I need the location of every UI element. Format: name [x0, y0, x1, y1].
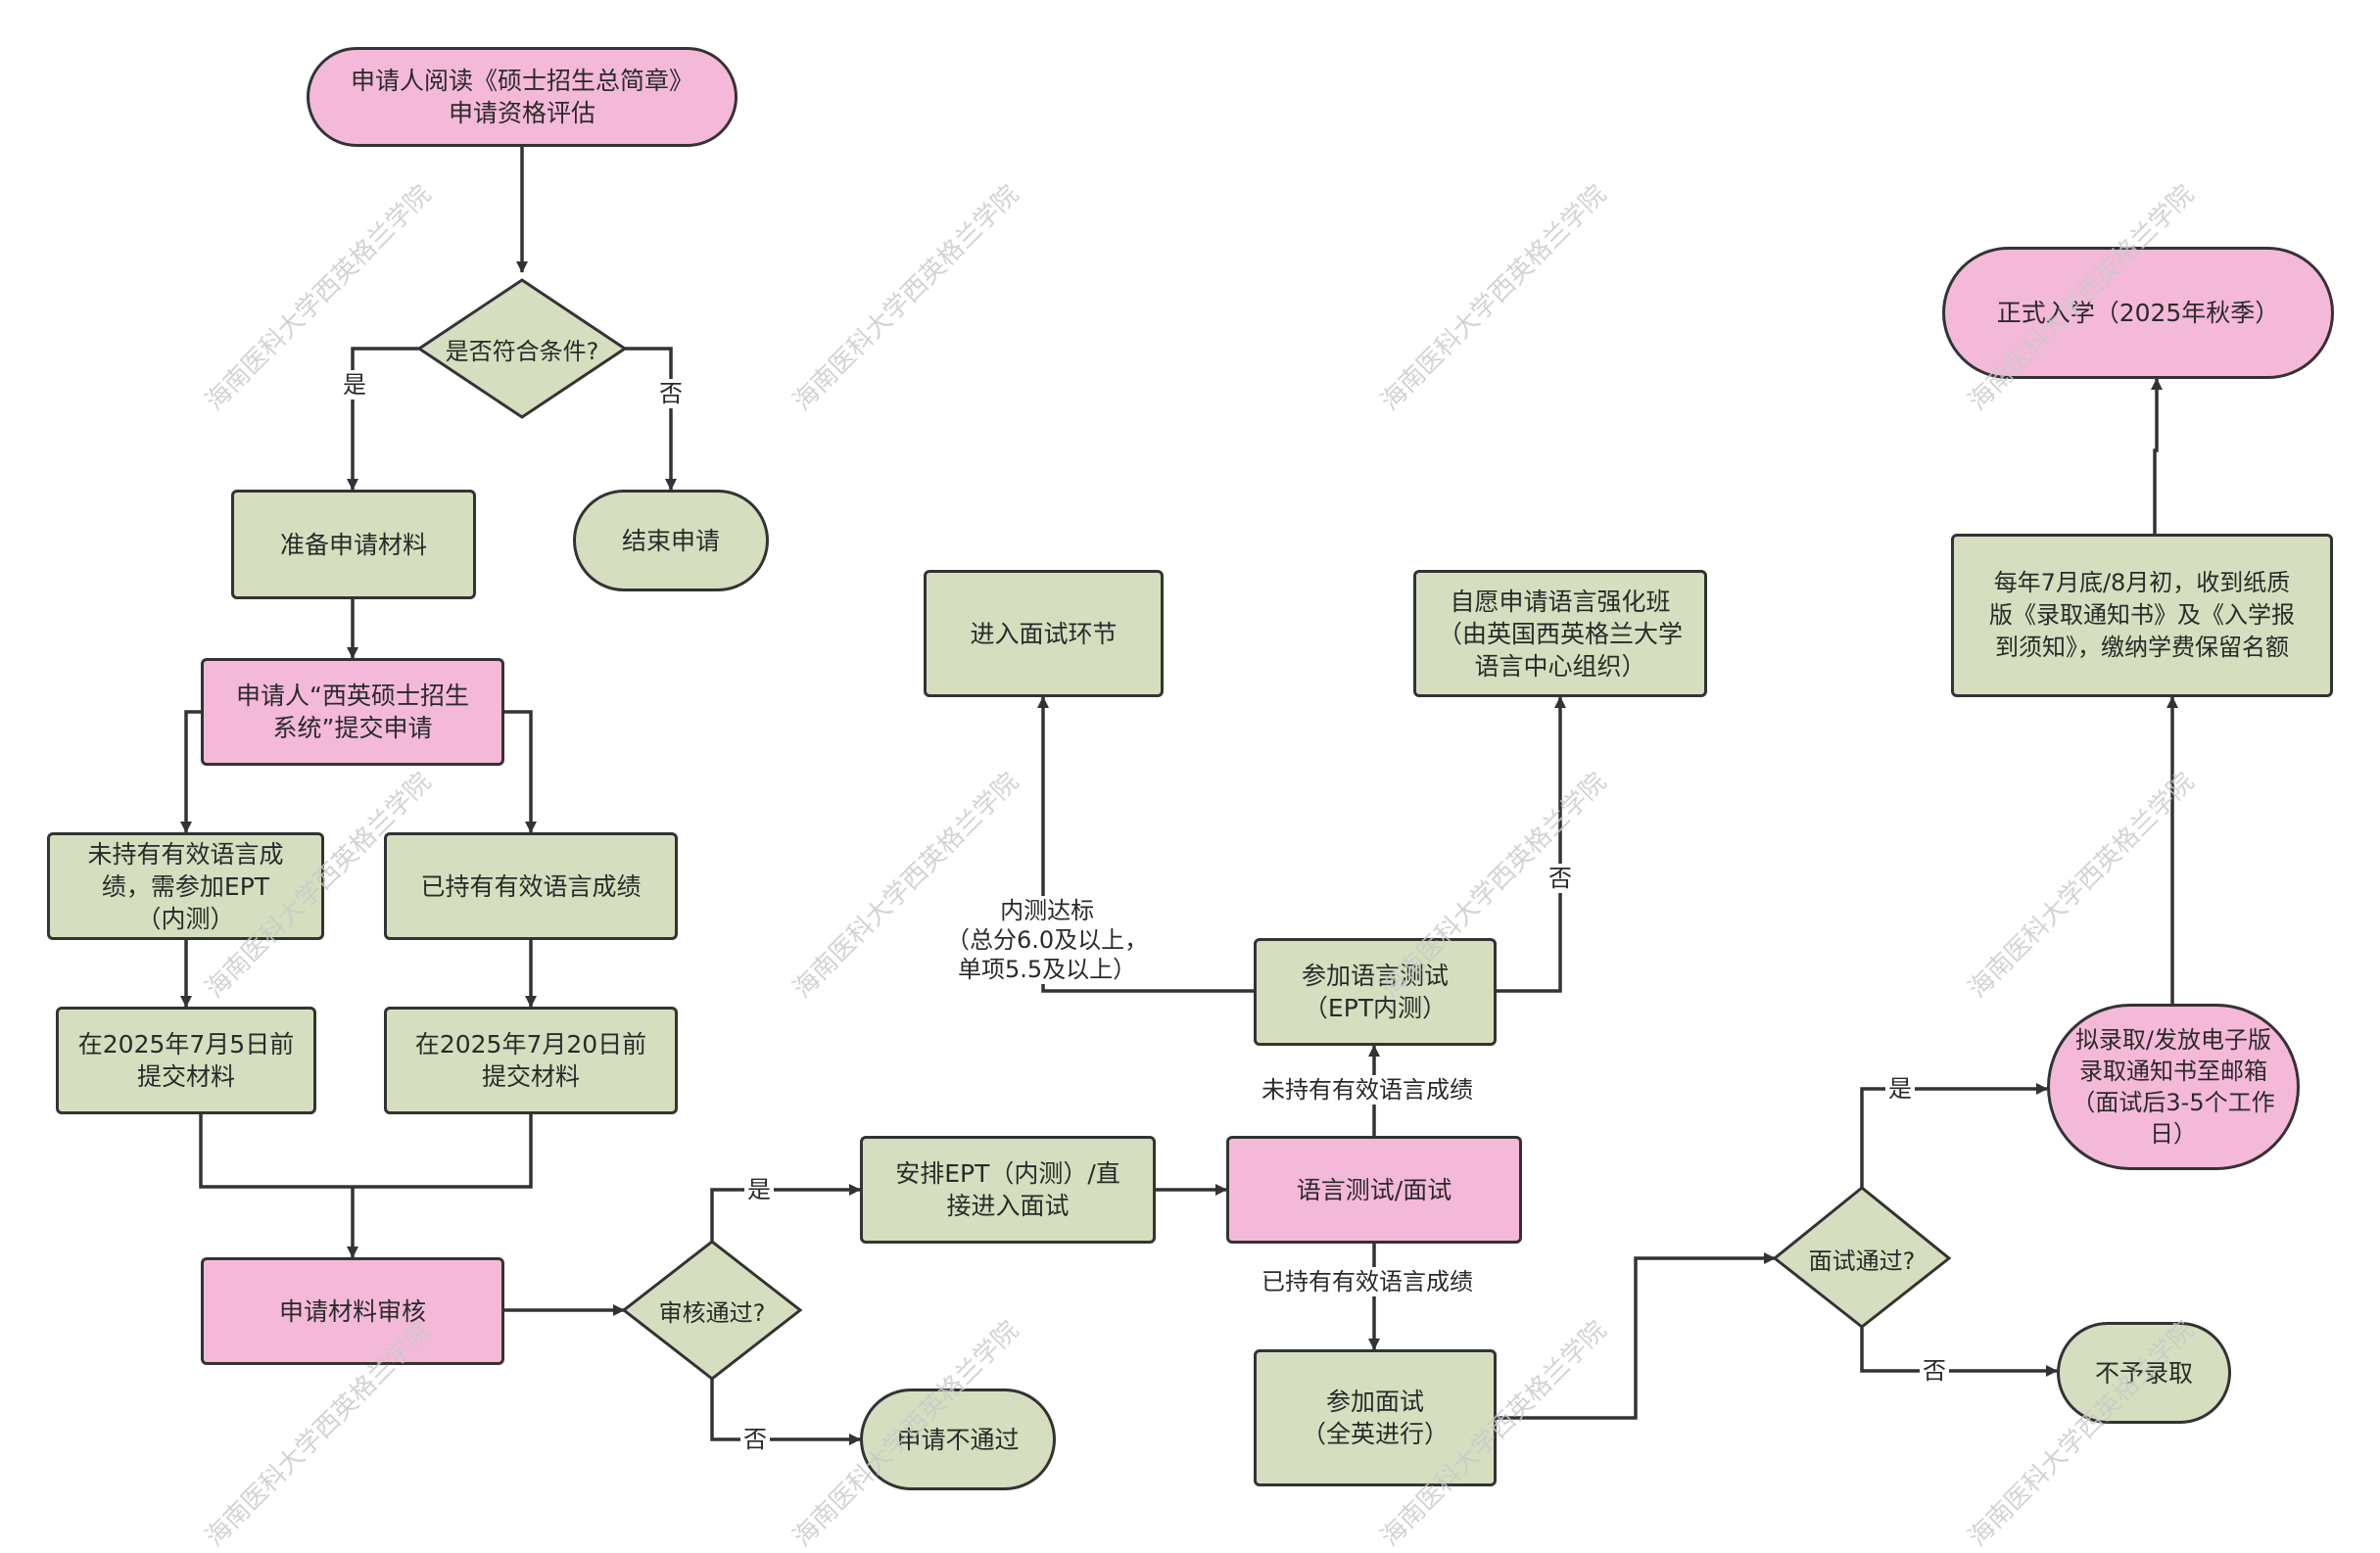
edge-eligible-no — [625, 347, 677, 491]
interview-node: 参加面试 （全英进行） — [1254, 1349, 1497, 1486]
prepare-materials-node: 准备申请材料 — [231, 490, 476, 599]
edge-label-has-valid-score: 已持有有效语言成绩 — [1259, 1267, 1476, 1296]
decision-review-shape — [621, 1240, 803, 1381]
materials-review-node: 申请材料审核 — [201, 1257, 504, 1365]
edge-deadline1-merge — [199, 1114, 353, 1189]
not-admitted-node: 不予录取 — [2057, 1322, 2231, 1424]
end-application-node: 结束申请 — [573, 490, 769, 591]
edge-eligible-yes — [347, 347, 419, 491]
edge-deadline2-merge — [353, 1114, 533, 1189]
edge-ept-fail — [1497, 696, 1566, 993]
edge-label-interview-yes: 是 — [1885, 1074, 1915, 1104]
edge-submit-to-hasscore — [504, 710, 537, 833]
no-language-score-node: 未持有有效语言成 绩，需参加EPT （内测） — [47, 832, 324, 940]
edge-label-interview-no: 否 — [1920, 1356, 1949, 1386]
ept-test-node: 参加语言测试 （EPT内测） — [1254, 938, 1497, 1046]
edge-label-eligible-yes: 是 — [340, 370, 369, 400]
edge-label-review-yes: 是 — [744, 1175, 774, 1204]
submit-application-node: 申请人“西英硕士招生 系统”提交申请 — [201, 658, 504, 766]
decision-eligible-shape — [416, 278, 628, 419]
edge-interview-no — [1860, 1327, 2058, 1377]
edge-submit-to-noscore — [180, 710, 201, 833]
arrange-ept-node: 安排EPT（内测）/直 接进入面试 — [860, 1136, 1156, 1244]
start-node: 申请人阅读《硕士招生总简章》 申请资格评估 — [307, 47, 738, 147]
enrollment-node: 正式入学（2025年秋季） — [1942, 247, 2334, 379]
edge-paper-to-enroll — [2151, 378, 2163, 534]
edge-label-ept-fail: 否 — [1546, 864, 1575, 893]
provisional-offer-node: 拟录取/发放电子版 录取通知书至邮箱 （面试后3-5个工作 日） — [2047, 1004, 2300, 1170]
edge-label-ept-pass: 内测达标 （总分6.0及以上， 单项5.5及以上） — [943, 896, 1152, 984]
application-rejected-node: 申请不通过 — [860, 1388, 1056, 1490]
edge-label-review-no: 否 — [740, 1425, 770, 1454]
language-class-node: 自愿申请语言强化班 （由英国西英格兰大学 语言中心组织） — [1413, 570, 1707, 697]
edge-interview-to-decision — [1497, 1252, 1776, 1420]
edge-ept-pass — [1037, 696, 1254, 993]
edge-review-no — [710, 1379, 861, 1445]
has-language-score-node: 已持有有效语言成绩 — [384, 832, 678, 940]
deadline-july5-node: 在2025年7月5日前 提交材料 — [56, 1007, 316, 1114]
edge-label-eligible-no: 否 — [656, 379, 686, 408]
edge-label-no-valid-score: 未持有有效语言成绩 — [1259, 1075, 1476, 1105]
edge-review-yes — [710, 1184, 861, 1242]
decision-interview-shape — [1772, 1186, 1952, 1329]
deadline-july20-node: 在2025年7月20日前 提交材料 — [384, 1007, 678, 1114]
language-test-interview-node: 语言测试/面试 — [1226, 1136, 1522, 1244]
paper-offer-node: 每年7月底/8月初，收到纸质 版《录取通知书》及《入学报 到须知》，缴纳学费保留… — [1951, 534, 2333, 697]
edge-interview-yes — [1860, 1083, 2048, 1188]
interview-stage-node: 进入面试环节 — [924, 570, 1164, 697]
